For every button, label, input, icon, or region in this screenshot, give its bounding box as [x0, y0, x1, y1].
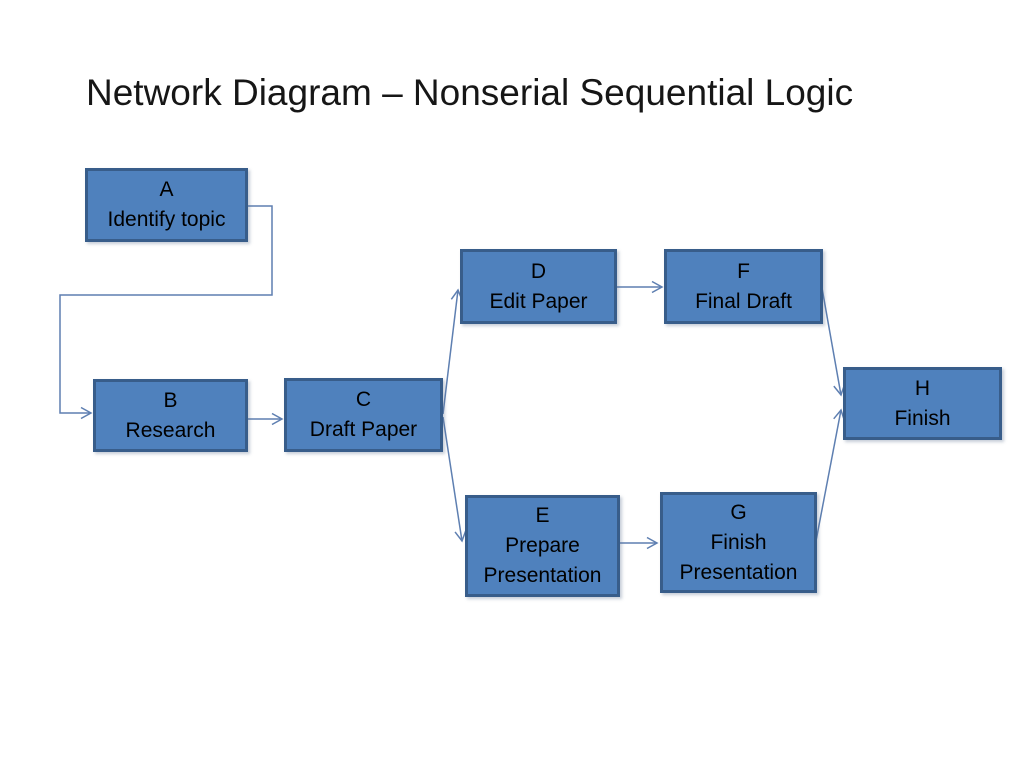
node-h: H Finish [843, 367, 1002, 440]
node-a-label-line: Identify topic [107, 208, 226, 231]
node-b: B Research [93, 379, 248, 452]
node-e-label-line: Presentation [483, 564, 602, 587]
node-e-label-line: E [535, 504, 550, 527]
node-b-label-line: B [163, 388, 178, 412]
node-h-label-line: Finish [894, 406, 951, 430]
node-c-label-line: C [355, 388, 372, 411]
node-f-label-line: F [737, 259, 750, 283]
node-a: A Identify topic [85, 168, 248, 242]
slide-title: Network Diagram – Nonserial Sequential L… [86, 72, 854, 113]
node-h-label-line: H [914, 376, 931, 400]
node-f-label-line: Final Draft [695, 289, 792, 313]
node-c: C Draft Paper [284, 378, 443, 452]
connector-f-to-h [821, 287, 846, 397]
connector-g-to-h [815, 408, 846, 542]
node-b-label-line: Research [125, 418, 216, 442]
node-d: D Edit Paper [460, 249, 617, 324]
node-d-label-line: Edit Paper [489, 289, 588, 313]
connector-c-to-d [442, 288, 463, 415]
node-a-label-line: A [159, 178, 174, 201]
node-g-label-line: G [730, 500, 747, 524]
node-g-label-line: Finish [710, 530, 767, 554]
node-c-label-line: Draft Paper [309, 418, 418, 441]
node-e-label-line: Prepare [505, 534, 580, 557]
node-g-label-line: Presentation [679, 560, 798, 584]
node-f: F Final Draft [664, 249, 823, 324]
node-d-label-line: D [530, 259, 547, 283]
connector-c-to-e [442, 416, 467, 543]
